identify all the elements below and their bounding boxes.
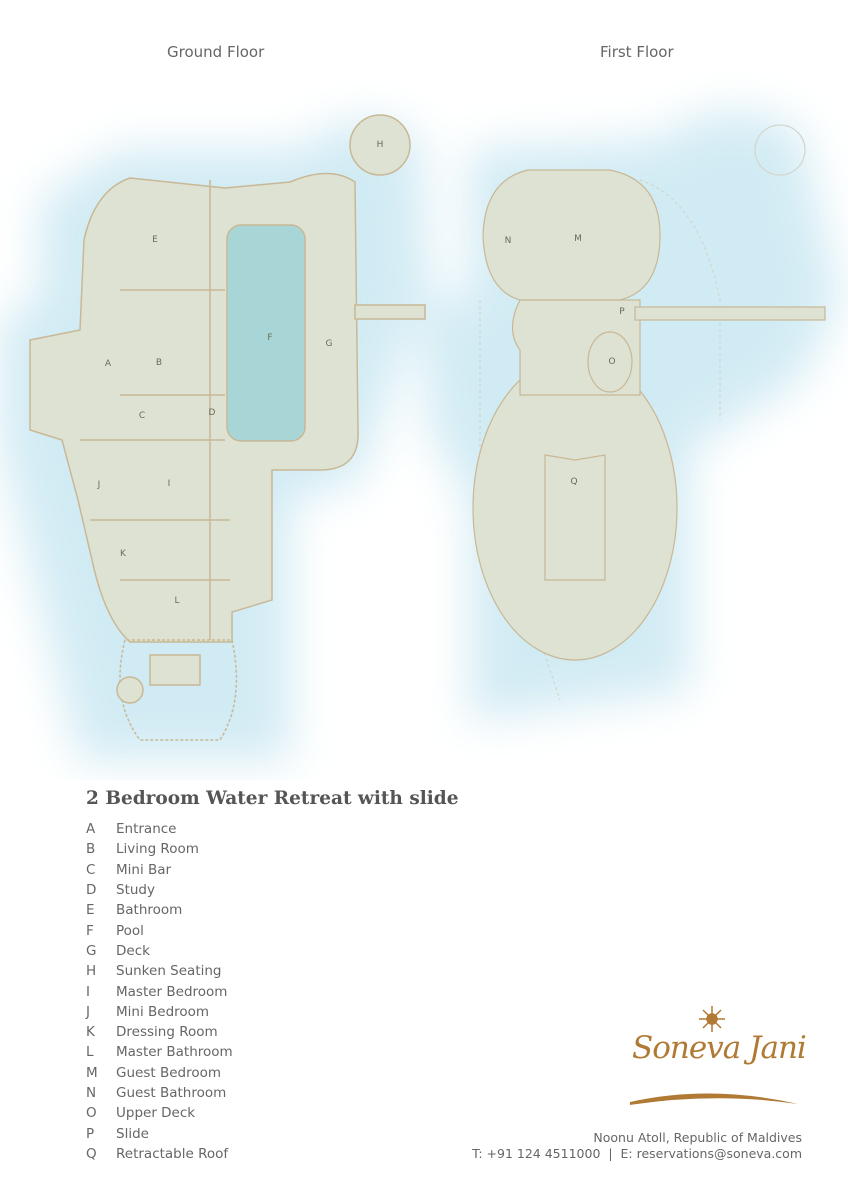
room-label-f: F: [267, 333, 273, 343]
room-label-m: M: [574, 234, 582, 244]
room-label-q: Q: [570, 477, 578, 487]
brand-name: Soneva Jani: [632, 1030, 807, 1066]
ground-floor-plan: [29, 114, 426, 741]
room-label-k: K: [120, 549, 126, 559]
contact-text: T: +91 124 4511000 | E: reservations@son…: [472, 1146, 802, 1161]
room-label-n: N: [504, 236, 512, 246]
room-label-o: O: [608, 357, 616, 367]
location-text: Noonu Atoll, Republic of Maldives: [593, 1130, 802, 1145]
room-label-a: A: [104, 359, 112, 369]
room-label-l: L: [174, 596, 180, 606]
room-label-d: D: [208, 408, 216, 418]
sun-icon: [699, 1006, 725, 1032]
room-label-h: H: [376, 140, 384, 150]
first-floor-plan: [472, 124, 826, 701]
room-label-j: J: [97, 480, 101, 490]
room-label-b: B: [155, 358, 163, 368]
brush-stroke: [630, 1093, 798, 1105]
room-label-g: G: [325, 339, 333, 349]
room-label-i: I: [167, 479, 171, 489]
ground-floor-title: Ground Floor: [167, 43, 265, 61]
room-label-p: P: [619, 307, 625, 317]
room-label-e: E: [152, 235, 158, 245]
page-title: 2 Bedroom Water Retreat with slide: [86, 788, 459, 809]
floor-plan-drawing: [0, 112, 840, 760]
soneva-jani-logo: [630, 1006, 798, 1105]
first-floor-title: First Floor: [600, 43, 674, 61]
room-label-c: C: [138, 411, 146, 421]
